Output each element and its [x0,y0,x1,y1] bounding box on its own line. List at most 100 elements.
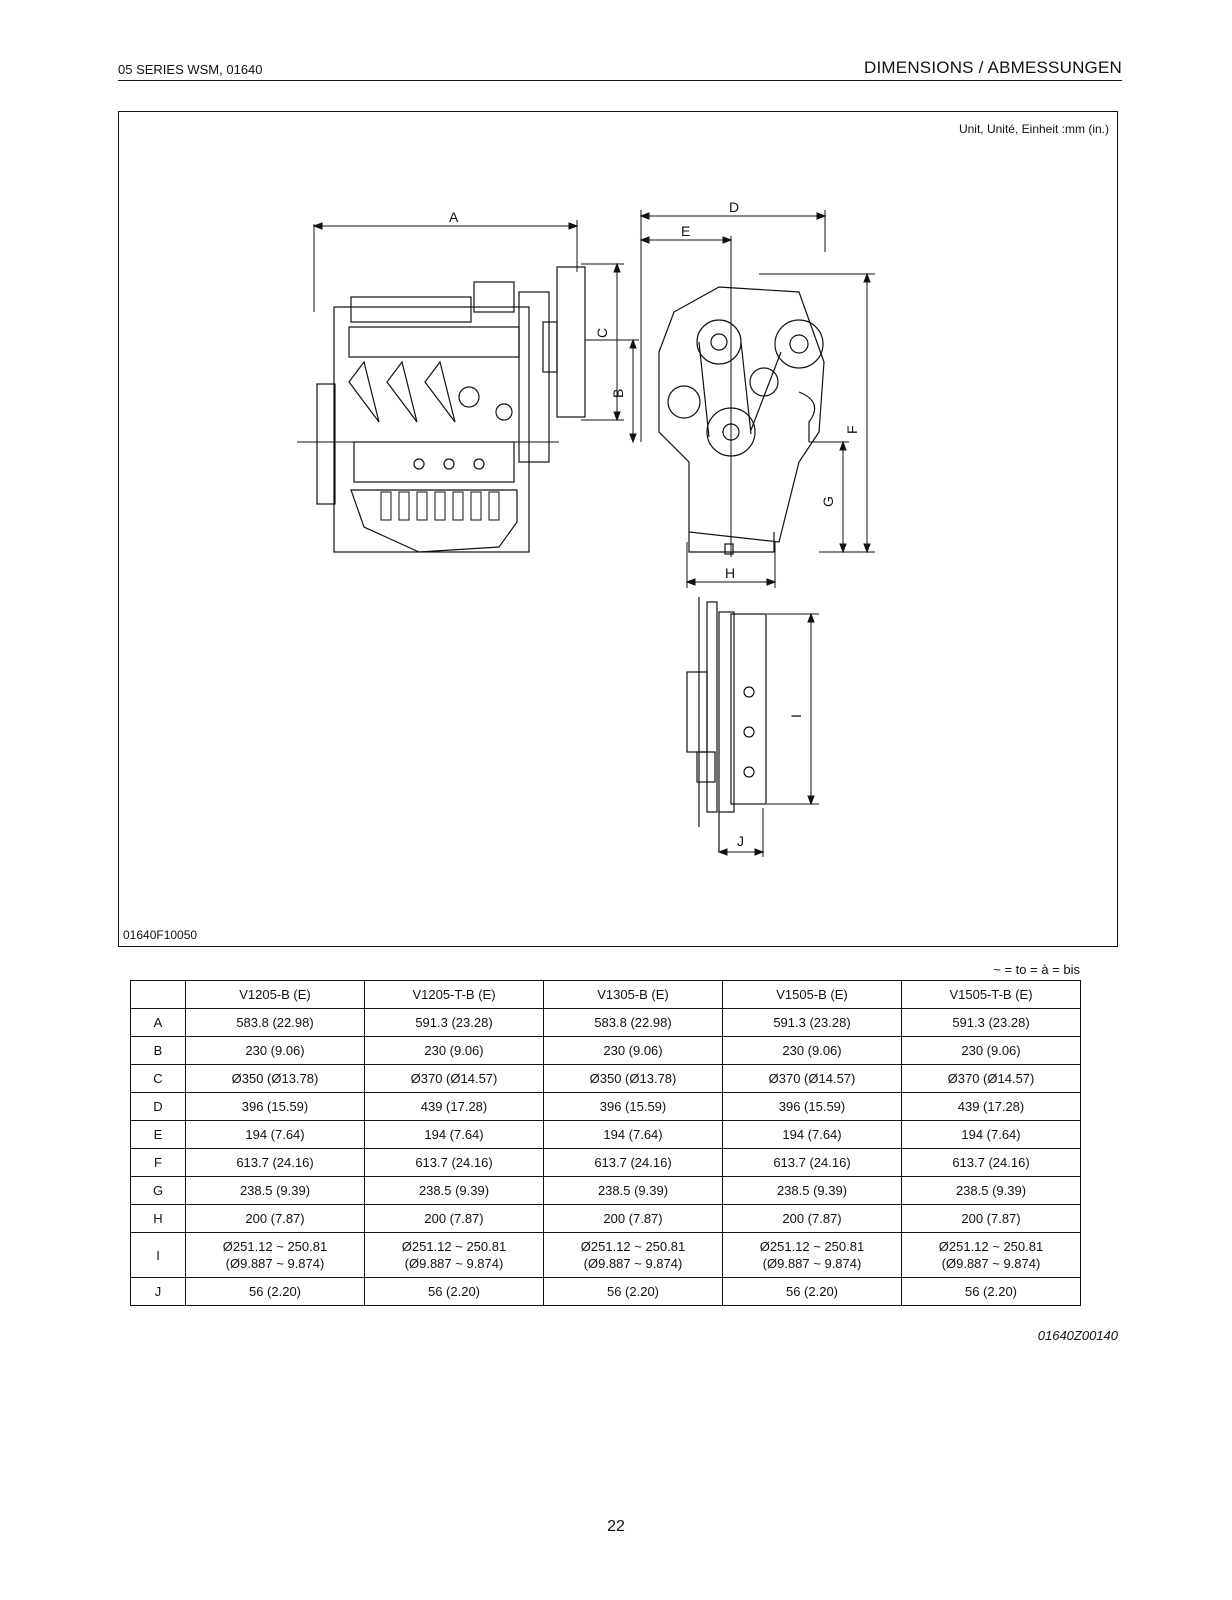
table-cell: 238.5 (9.39) [901,1176,1081,1205]
table-cell: Ø251.12 ~ 250.81 (Ø9.887 ~ 9.874) [901,1232,1081,1278]
cell-line: Ø251.12 ~ 250.81 [222,1239,328,1254]
table-cell: Ø251.12 ~ 250.81 (Ø9.887 ~ 9.874) [185,1232,365,1278]
table-cell: 396 (15.59) [185,1092,365,1121]
table-cell: 56 (2.20) [185,1277,365,1306]
table-cell: 613.7 (24.16) [543,1148,723,1177]
table-cell: Ø370 (Ø14.57) [722,1064,902,1093]
table-cell: 56 (2.20) [722,1277,902,1306]
table-corner-cell [130,980,186,1009]
table-row: H 200 (7.87) 200 (7.87) 200 (7.87) 200 (… [130,1204,1081,1233]
table-cell: 439 (17.28) [901,1092,1081,1121]
table-cell: 230 (9.06) [543,1036,723,1065]
table-row: G 238.5 (9.39) 238.5 (9.39) 238.5 (9.39)… [130,1176,1081,1205]
column-header: V1305-B (E) [543,980,723,1009]
table-cell: 200 (7.87) [901,1204,1081,1233]
header-right-title: DIMENSIONS / ABMESSUNGEN [864,58,1122,77]
table-cell: 613.7 (24.16) [722,1148,902,1177]
flywheel-view [686,597,767,852]
page-number: 22 [607,1518,625,1535]
row-label: D [130,1092,186,1121]
row-label: F [130,1148,186,1177]
table-cell: 230 (9.06) [185,1036,365,1065]
table-cell: 613.7 (24.16) [901,1148,1081,1177]
table-row: J 56 (2.20) 56 (2.20) 56 (2.20) 56 (2.20… [130,1277,1081,1306]
table-cell: 230 (9.06) [364,1036,544,1065]
row-label: B [130,1036,186,1065]
dimension-label-b: B [610,389,626,398]
row-label: I [130,1232,186,1278]
engine-dimensions-figure: Unit, Unité, Einheit :mm (in.) [118,111,1118,947]
dimension-label-f: F [844,425,860,434]
row-label: H [130,1204,186,1233]
range-symbol-note: ~ = to = à = bis [993,962,1080,977]
row-label: A [130,1008,186,1037]
cell-line: Ø251.12 ~ 250.81 [401,1239,507,1254]
dimension-label-e: E [681,223,690,239]
table-cell: 200 (7.87) [185,1204,365,1233]
table-cell: 396 (15.59) [543,1092,723,1121]
table-cell: 238.5 (9.39) [364,1176,544,1205]
header-left-title: 05 SERIES WSM, 01640 [118,62,263,77]
table-row: F 613.7 (24.16) 613.7 (24.16) 613.7 (24.… [130,1148,1081,1177]
engine-front-view [658,286,825,555]
table-cell: Ø251.12 ~ 250.81 (Ø9.887 ~ 9.874) [722,1232,902,1278]
dimensions-table: V1205-B (E) V1205-T-B (E) V1305-B (E) V1… [130,980,1081,1306]
table-cell: 583.8 (22.98) [185,1008,365,1037]
table-cell: Ø370 (Ø14.57) [901,1064,1081,1093]
unit-note: Unit, Unité, Einheit :mm (in.) [958,122,1109,136]
table-cell: 194 (7.64) [364,1120,544,1149]
table-header-row: V1205-B (E) V1205-T-B (E) V1305-B (E) V1… [130,980,1081,1009]
figure-code: 01640F10050 [123,928,198,942]
table-cell: 591.3 (23.28) [901,1008,1081,1037]
dimension-label-c: C [594,328,610,338]
table-cell: Ø251.12 ~ 250.81 (Ø9.887 ~ 9.874) [543,1232,723,1278]
table-cell: 194 (7.64) [543,1120,723,1149]
table-cell: 591.3 (23.28) [722,1008,902,1037]
table-cell: 200 (7.87) [543,1204,723,1233]
table-cell: 396 (15.59) [722,1092,902,1121]
row-label: J [130,1277,186,1306]
table-cell: 238.5 (9.39) [722,1176,902,1205]
table-cell: 591.3 (23.28) [364,1008,544,1037]
table-cell: 194 (7.64) [185,1120,365,1149]
table-cell: Ø350 (Ø13.78) [185,1064,365,1093]
cell-line: (Ø9.887 ~ 9.874) [762,1256,862,1271]
table-cell: Ø251.12 ~ 250.81 (Ø9.887 ~ 9.874) [364,1232,544,1278]
cell-line: (Ø9.887 ~ 9.874) [404,1256,504,1271]
dimension-label-h: H [725,565,735,581]
table-cell: 200 (7.87) [364,1204,544,1233]
cell-line: Ø251.12 ~ 250.81 [938,1239,1044,1254]
cell-line: Ø251.12 ~ 250.81 [759,1239,865,1254]
table-code: 01640Z00140 [1037,1328,1118,1343]
column-header: V1505-B (E) [722,980,902,1009]
table-row: B 230 (9.06) 230 (9.06) 230 (9.06) 230 (… [130,1036,1081,1065]
table-row: D 396 (15.59) 439 (17.28) 396 (15.59) 39… [130,1092,1081,1121]
row-label: C [130,1064,186,1093]
table-cell: 56 (2.20) [901,1277,1081,1306]
table-cell: 238.5 (9.39) [543,1176,723,1205]
engine-drawing: A B C D E F G H I J [297,199,875,857]
cell-line: (Ø9.887 ~ 9.874) [583,1256,683,1271]
column-header: V1505-T-B (E) [901,980,1081,1009]
table-cell: Ø350 (Ø13.78) [543,1064,723,1093]
engine-side-view [316,266,586,553]
table-cell: 613.7 (24.16) [185,1148,365,1177]
row-label: G [130,1176,186,1205]
cell-line: (Ø9.887 ~ 9.874) [941,1256,1041,1271]
cell-line: (Ø9.887 ~ 9.874) [225,1256,325,1271]
table-cell: 194 (7.64) [901,1120,1081,1149]
dimension-label-a: A [449,209,459,225]
table-cell: 56 (2.20) [543,1277,723,1306]
table-row: C Ø350 (Ø13.78) Ø370 (Ø14.57) Ø350 (Ø13.… [130,1064,1081,1093]
header-rule [118,80,1122,81]
table-cell: 200 (7.87) [722,1204,902,1233]
table-cell: 583.8 (22.98) [543,1008,723,1037]
table-cell: 56 (2.20) [364,1277,544,1306]
table-cell: 439 (17.28) [364,1092,544,1121]
column-header: V1205-T-B (E) [364,980,544,1009]
dimension-label-j: J [737,833,744,849]
table-cell: Ø370 (Ø14.57) [364,1064,544,1093]
table-row: E 194 (7.64) 194 (7.64) 194 (7.64) 194 (… [130,1120,1081,1149]
dimension-label-g: G [820,496,836,507]
table-cell: 230 (9.06) [722,1036,902,1065]
